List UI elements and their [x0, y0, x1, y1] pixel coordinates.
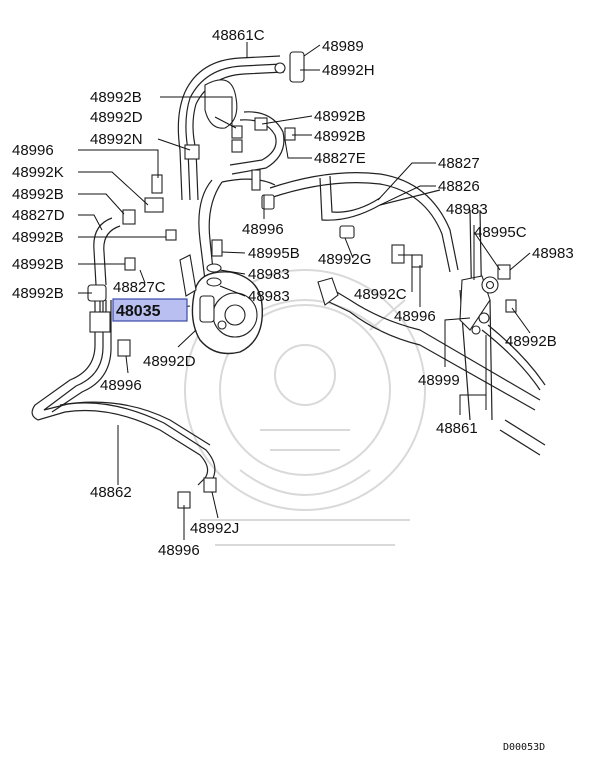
leader-lines: [78, 42, 531, 540]
label-48992G: 48992G: [318, 251, 371, 268]
label-48827C: 48827C: [113, 279, 166, 296]
label-48861: 48861: [436, 420, 478, 437]
label-48992K: 48992K: [12, 164, 64, 181]
label-48999: 48999: [418, 372, 460, 389]
power-steering-pump: [179, 254, 264, 355]
label-48827E: 48827E: [314, 150, 366, 167]
label-48992D: 48992D: [90, 109, 143, 126]
label-48992N: 48992N: [90, 131, 143, 148]
label-48983: 48983: [532, 245, 574, 262]
label-48996: 48996: [242, 221, 284, 238]
label-48995B: 48995B: [248, 245, 300, 262]
label-48826: 48826: [438, 178, 480, 195]
label-48989: 48989: [322, 38, 364, 55]
label-48983: 48983: [248, 266, 290, 283]
label-48861C: 48861C: [212, 27, 265, 44]
label-48827D: 48827D: [12, 207, 65, 224]
label-48996: 48996: [158, 542, 200, 559]
label-48992H: 48992H: [322, 62, 375, 79]
watermark-emblem: [184, 269, 426, 546]
label-48992C: 48992C: [354, 286, 407, 303]
label-48992B: 48992B: [12, 285, 64, 302]
label-48983: 48983: [446, 201, 488, 218]
diagram-code: D00053D: [503, 742, 545, 753]
highlighted-part-box: [112, 298, 188, 322]
label-48992D: 48992D: [143, 353, 196, 370]
pipe-lines: [31, 55, 546, 486]
label-48995C: 48995C: [474, 224, 527, 241]
label-48996: 48996: [12, 142, 54, 159]
label-48992B: 48992B: [90, 89, 142, 106]
label-48992B: 48992B: [12, 256, 64, 273]
label-48992B: 48992B: [12, 229, 64, 246]
label-48992B: 48992B: [314, 108, 366, 125]
label-48983: 48983: [248, 288, 290, 305]
part-labels: 48861C 48989 48992H 48992B 48992D 48992B…: [12, 27, 574, 559]
label-48992B: 48992B: [314, 128, 366, 145]
label-48862: 48862: [90, 484, 132, 501]
label-48992B: 48992B: [12, 186, 64, 203]
label-48035-highlighted: 48035: [116, 303, 161, 320]
label-48992B: 48992B: [505, 333, 557, 350]
fittings: [117, 51, 517, 509]
label-48996: 48996: [394, 308, 436, 325]
label-48992J: 48992J: [190, 520, 239, 537]
label-48996: 48996: [100, 377, 142, 394]
label-48827: 48827: [438, 155, 480, 172]
